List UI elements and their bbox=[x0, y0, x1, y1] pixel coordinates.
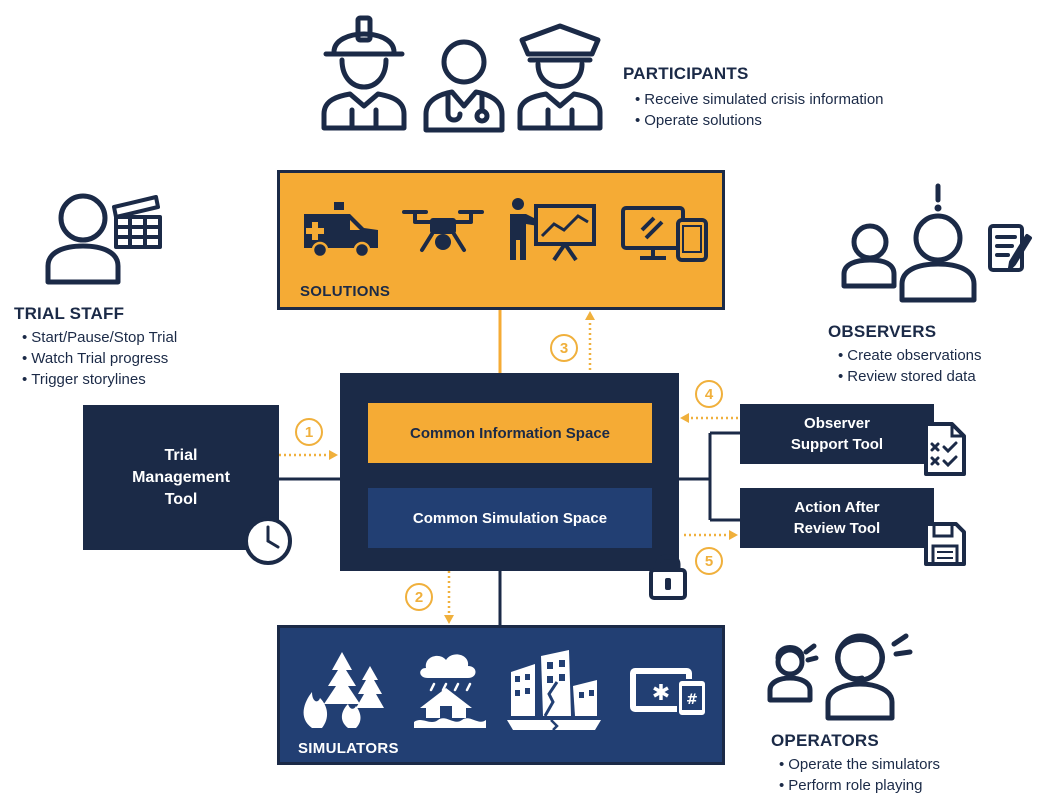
trial-staff-list: Start/Pause/Stop Trial Watch Trial progr… bbox=[22, 327, 177, 390]
svg-text:#: # bbox=[686, 692, 698, 708]
list-item: Review stored data bbox=[838, 366, 982, 387]
ambulance-icon bbox=[304, 202, 378, 258]
flood-icon bbox=[414, 654, 486, 728]
observer-support-tool: Observer Support Tool bbox=[740, 404, 934, 464]
observers-list: Create observations Review stored data bbox=[838, 345, 982, 387]
list-item: Watch Trial progress bbox=[22, 348, 177, 369]
save-disk-icon bbox=[924, 522, 966, 566]
action-after-review-tool: Action After Review Tool bbox=[740, 488, 934, 548]
tablet-app-icon: ✱ # bbox=[630, 668, 707, 717]
list-item: Operate the simulators bbox=[779, 754, 940, 775]
list-item: Create observations bbox=[838, 345, 981, 366]
drone-icon bbox=[402, 210, 484, 252]
observers-title: OBSERVERS bbox=[828, 322, 937, 341]
clock-icon bbox=[244, 517, 292, 565]
notepad-icon bbox=[988, 224, 1032, 272]
checklist-icon bbox=[924, 422, 966, 476]
observers-icon bbox=[841, 183, 977, 303]
connection-number-4: 4 bbox=[695, 380, 723, 408]
operators-list: Operate the simulators Perform role play… bbox=[779, 754, 940, 796]
trial-management-tool: Trial Management Tool bbox=[83, 405, 279, 550]
clapperboard-icon bbox=[112, 195, 162, 249]
police-officer-icon bbox=[517, 23, 603, 131]
list-item: Start/Pause/Stop Trial bbox=[22, 327, 177, 348]
presentation-icon bbox=[510, 198, 596, 262]
solutions-label: SOLUTIONS bbox=[300, 283, 391, 300]
devices-icon bbox=[621, 206, 708, 262]
wildfire-icon bbox=[303, 652, 384, 728]
list-item: Perform role playing bbox=[779, 775, 940, 796]
connection-number-1: 1 bbox=[295, 418, 323, 446]
connection-number-2: 2 bbox=[405, 583, 433, 611]
list-item: Trigger storylines bbox=[22, 369, 177, 390]
trial-staff-title: TRIAL STAFF bbox=[14, 304, 125, 323]
simulators-label: SIMULATORS bbox=[298, 740, 399, 757]
earthquake-icon bbox=[507, 650, 601, 730]
person-icon bbox=[45, 193, 121, 285]
doctor-icon bbox=[423, 39, 505, 133]
list-item: Receive simulated crisis information bbox=[635, 89, 883, 110]
firefighter-icon bbox=[321, 15, 407, 131]
common-information-space: Common Information Space bbox=[368, 403, 652, 463]
operators-title: OPERATORS bbox=[771, 731, 879, 750]
participants-title: PARTICIPANTS bbox=[623, 64, 749, 83]
list-item: Operate solutions bbox=[635, 110, 884, 131]
connection-number-5: 5 bbox=[695, 547, 723, 575]
connection-number-3: 3 bbox=[550, 334, 578, 362]
participants-list: Receive simulated crisis information Ope… bbox=[635, 89, 884, 131]
svg-text:✱: ✱ bbox=[652, 681, 670, 706]
common-simulation-space: Common Simulation Space bbox=[368, 488, 652, 548]
operators-icon bbox=[767, 633, 913, 721]
lock-icon bbox=[649, 554, 687, 600]
